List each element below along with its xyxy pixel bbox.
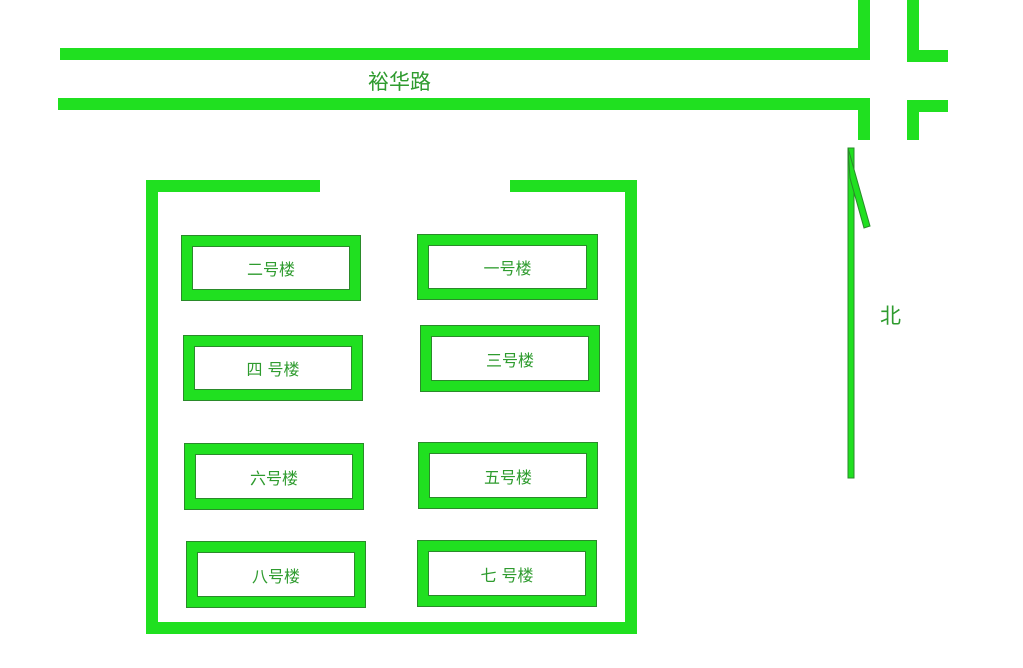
building-2: 二号楼 (181, 235, 361, 301)
road-upper-edge (60, 48, 870, 60)
road-lower-edge (58, 98, 870, 110)
building-2-footprint: 二号楼 (192, 246, 350, 290)
road-upper-vertical-right (907, 0, 919, 62)
compound-wall-right (625, 180, 637, 634)
building-4-footprint: 四 号楼 (194, 346, 352, 390)
road-upper-vertical-left (858, 0, 870, 60)
road-lower-vertical-left (858, 98, 870, 140)
north-arrow-head (847, 147, 871, 229)
building-7-footprint: 七 号楼 (428, 551, 586, 596)
building-8: 八号楼 (186, 541, 366, 608)
building-6-footprint: 六号楼 (195, 454, 353, 499)
building-5: 五号楼 (418, 442, 598, 509)
compound-wall-top-left-gate (208, 180, 320, 192)
building-4: 四 号楼 (183, 335, 363, 401)
compound-wall-bottom (146, 622, 637, 634)
road-upper-right-stub (907, 50, 948, 62)
building-7-label: 七 号楼 (480, 565, 534, 585)
building-3: 三号楼 (420, 325, 600, 392)
north-arrow-shaft (847, 147, 855, 479)
building-8-label: 八号楼 (251, 566, 300, 586)
building-1: 一号楼 (417, 234, 598, 300)
compound-wall-left (146, 180, 158, 634)
building-8-footprint: 八号楼 (197, 552, 355, 597)
road-lower-vertical-right (907, 100, 919, 140)
compound-wall-top-right (510, 180, 637, 192)
building-2-label: 二号楼 (246, 260, 295, 279)
building-5-footprint: 五号楼 (429, 453, 587, 498)
building-1-footprint: 一号楼 (428, 245, 587, 289)
building-3-label: 三号楼 (485, 350, 534, 370)
building-3-footprint: 三号楼 (431, 336, 589, 381)
building-7: 七 号楼 (417, 540, 597, 607)
building-4-label: 四 号楼 (246, 360, 300, 379)
road-name-label: 裕华路 (368, 70, 431, 94)
compound-wall-top-left (146, 180, 208, 192)
building-5-label: 五号楼 (483, 467, 532, 487)
north-label: 北 (880, 304, 901, 328)
building-6: 六号楼 (184, 443, 364, 510)
building-6-label: 六号楼 (249, 468, 298, 488)
building-1-label: 一号楼 (483, 259, 532, 278)
